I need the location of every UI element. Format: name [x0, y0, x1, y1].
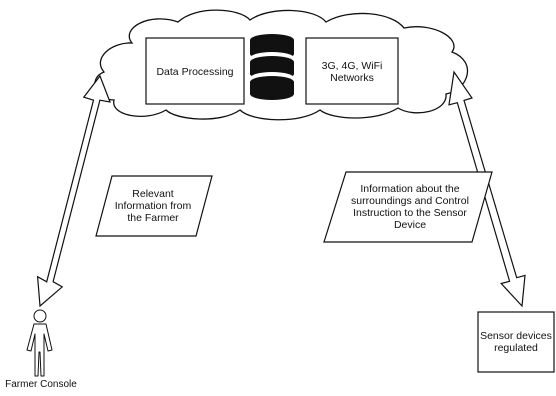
farmer-cloud-double-arrow: [36, 74, 111, 308]
data-processing-label: Data Processing: [156, 66, 234, 78]
networks-box: [305, 37, 399, 105]
person-icon: [26, 309, 53, 377]
data-processing-box: [145, 37, 245, 105]
surroundings-information-parallelogram: [323, 171, 493, 243]
database-icon: [250, 34, 294, 100]
surroundings-information-label: Information about the surroundings and C…: [351, 183, 469, 231]
networks-label: 3G, 4G, WiFi Networks: [321, 60, 383, 84]
farmer-console-label: Farmer Console: [5, 379, 77, 390]
relevant-information-label: Relevant Information from the Farmer: [114, 188, 192, 224]
sensor-devices-box: [477, 311, 555, 373]
relevant-information-parallelogram: [95, 175, 213, 237]
sensor-devices-label: Sensor devices regulated: [480, 330, 552, 354]
